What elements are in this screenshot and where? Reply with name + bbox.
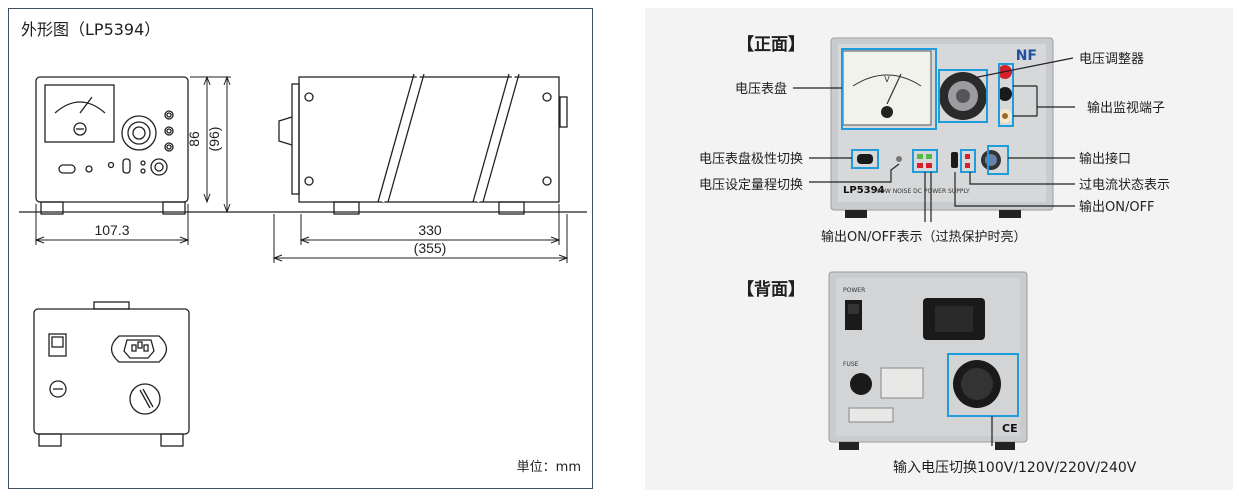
callout-input-voltage-switch: 输入电压切换100V/120V/220V/240V xyxy=(893,459,1137,476)
power-label: POWER xyxy=(843,287,865,294)
depth-label: 330 xyxy=(418,222,442,238)
callout-range-switch: 电压设定量程切换 xyxy=(699,178,803,193)
width-dimension xyxy=(34,204,190,245)
outline-drawing: 外形图（LP5394） xyxy=(19,20,587,475)
back-highlight xyxy=(947,353,1019,417)
height-alt-label: (96) xyxy=(206,127,222,152)
callout-on-off-indicator: 输出ON/OFF表示（过热保护时亮） xyxy=(821,229,1027,245)
side-view xyxy=(278,73,568,215)
model-label: LP5394 xyxy=(843,185,885,196)
brand-logo-text: NF xyxy=(1016,48,1037,64)
callout-overcurrent-indicator: 过电流状态表示 xyxy=(1079,178,1170,193)
depth-dimension xyxy=(272,204,569,263)
back-heading: 【背面】 xyxy=(737,279,805,300)
model-desc: LOW NOISE DC POWER SUPPLY xyxy=(877,188,970,195)
height-dimension xyxy=(190,75,231,214)
height-label: 86 xyxy=(186,131,202,147)
back-view xyxy=(33,301,190,447)
front-heading: 【正面】 xyxy=(737,34,805,55)
drawing-title: 外形图（LP5394） xyxy=(21,20,160,39)
width-label: 107.3 xyxy=(94,222,129,238)
ce-mark: CE xyxy=(1002,422,1018,435)
callout-monitor-terminal: 输出监视端子 xyxy=(1087,100,1165,116)
outline-drawing-panel: 外形图（LP5394） xyxy=(8,8,593,489)
fuse-label: FUSE xyxy=(843,361,859,368)
depth-alt-label: (355) xyxy=(414,240,447,256)
callout-voltage-adjuster: 电压调整器 xyxy=(1079,52,1144,67)
front-leader-lines xyxy=(793,57,1075,222)
callout-output-connector: 输出接口 xyxy=(1079,151,1131,167)
meter-unit: V xyxy=(884,75,890,84)
callout-voltmeter: 电压表盘 xyxy=(735,81,787,97)
back-device: POWER FUSE CE xyxy=(828,271,1028,450)
unit-label: 単位：mm xyxy=(517,459,581,475)
front-highlights xyxy=(841,48,1014,175)
front-view xyxy=(35,76,189,215)
product-views-panel: 【正面】 NF V xyxy=(645,8,1233,490)
callout-output-on-off: 输出ON/OFF xyxy=(1079,199,1155,215)
product-views: 【正面】 NF V xyxy=(699,34,1170,476)
callout-polarity-switch: 电压表盘极性切换 xyxy=(699,151,803,167)
